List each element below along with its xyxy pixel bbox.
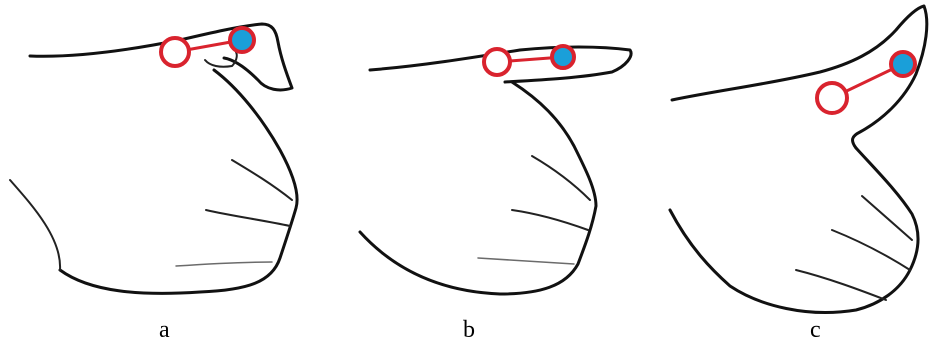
panel-label-c: c xyxy=(810,318,821,342)
filled-circle-marker-a xyxy=(230,28,254,52)
open-circle-marker-a xyxy=(161,38,189,66)
open-circle-marker-b xyxy=(484,49,510,75)
panel-b-hand xyxy=(360,47,631,294)
panel-c-hand xyxy=(670,6,927,313)
filled-circle-marker-c xyxy=(891,52,915,76)
open-circle-marker-c xyxy=(817,83,847,113)
panel-label-b: b xyxy=(463,318,475,342)
filled-circle-marker-b xyxy=(552,46,574,68)
panel-label-a: a xyxy=(159,318,170,342)
panel-a-hand xyxy=(10,24,297,293)
marker-pair-c xyxy=(817,52,915,113)
